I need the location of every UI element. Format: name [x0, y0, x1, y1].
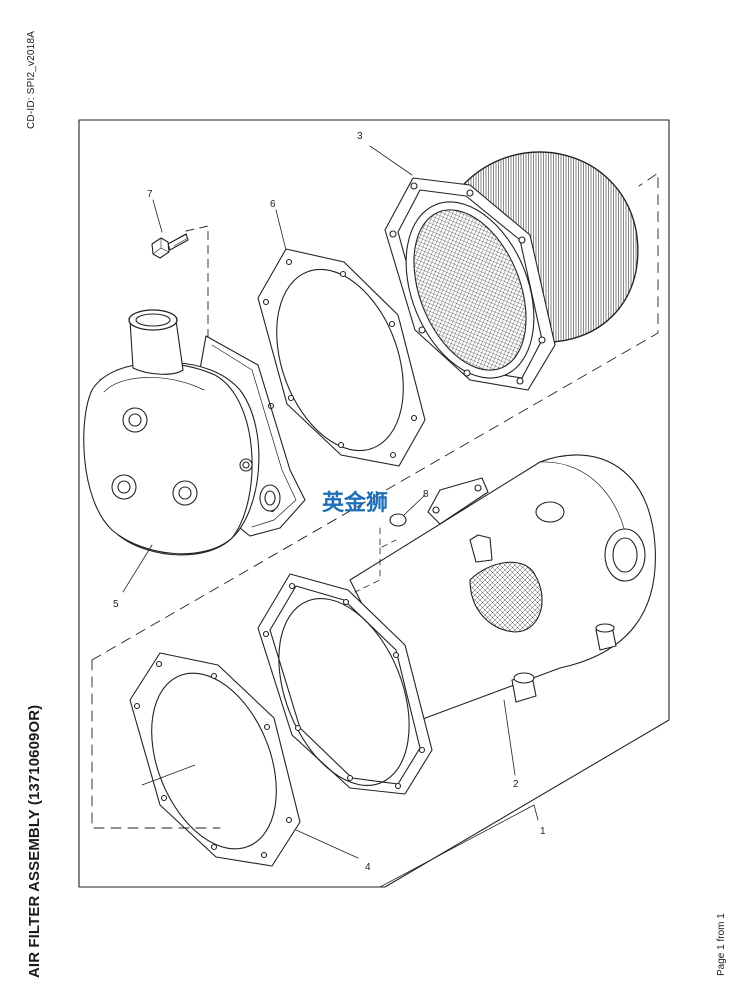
- callout-4: 4: [365, 862, 371, 873]
- assembly-frame: [78, 119, 670, 888]
- bolt: [151, 225, 209, 351]
- filter-element: [384, 151, 639, 391]
- callout-1: 1: [540, 826, 546, 837]
- watermark-logo: 英金狮: [322, 490, 388, 516]
- callout-7: 7: [147, 189, 153, 200]
- callout-leaders: [122, 145, 539, 888]
- filter-housing: [349, 454, 656, 721]
- callout-3: 3: [357, 131, 363, 142]
- gasket-rear: [129, 652, 301, 867]
- end-cap: [83, 309, 306, 556]
- callout-5: 5: [113, 599, 119, 610]
- gasket-upper: [257, 248, 426, 467]
- callout-6: 6: [270, 199, 276, 210]
- cap-bolts: [111, 407, 253, 506]
- callout-2: 2: [513, 779, 519, 790]
- callout-8: 8: [423, 489, 429, 500]
- gasket-front: [257, 573, 433, 795]
- small-fastener: [354, 513, 407, 593]
- sub-assembly-boundary: [91, 172, 659, 829]
